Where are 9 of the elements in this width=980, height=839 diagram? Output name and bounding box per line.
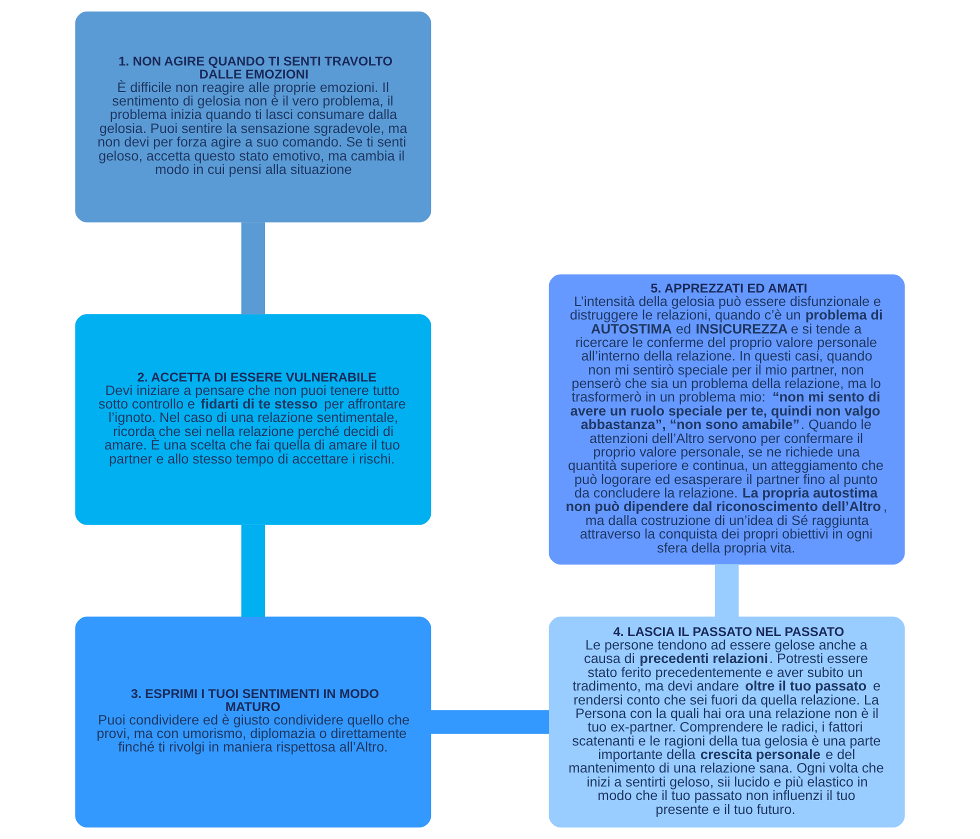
node-box: 1. NON AGIRE QUANDO TI SENTI TRAVOLTO DALLE EMOZIONI È difficile non reagire alle proprie emozioni. Il sentimento di gelosia non è il vero problema, il problema inizia quando ti lasci consumare dalla gelosia. Puoi sentire la sensazione sgradevole, ma non devi per forza agire a suo comando. Se ti senti geloso, accetta questo stato emotivo, ma cambia il modo in cui pensi alla situazione	[75, 12, 432, 222]
connector	[714, 564, 739, 617]
node-box: 3. ESPRIMI I TUOI SENTIMENTI IN MODO MATURO Puoi condividere ed è giusto condividere quello che provi, ma con umorismo, diplomazia o direttamente finché ti rivolgi in maniera rispettosa all’Altro.	[75, 616, 432, 828]
connector	[430, 710, 550, 734]
node-box: 5. APPREZZATI ED AMATI L’intensità della gelosia può essere disfunzionale e distruggere le relazioni, quando c’è un problema di AUTOSTIMA ed INSICUREZZA e si tende a ricercare le conferme del proprio valore personale all’interno della relazione. In questi casi, quando non mi sentirò speciale per il mio partner, non penserò che sia un problema della relazione, ma lo trasformerò in un problema mio: “non mi sento di avere un ruolo speciale per te, quindi non valgo abbastanza”, “non sono amabile”. Quando le attenzioni dell’Altro servono per confermare il proprio valore personale, se ne richiede una quantità superiore e continua, un atteggiamento che può logorare ed esasperare il partner fino al punto da concludere la relazione. La propria autostima non può dipendere dal riconoscimento dell’Altro, ma dalla costruzione di un’idea di Sé raggiunta attraverso la conquista dei propri obiettivi in ogni sfera della propria vita.	[548, 274, 905, 565]
connector	[241, 524, 266, 617]
node-box: 4. LASCIA IL PASSATO NEL PASSATO Le persone tendono ad essere gelose anche a causa di precedenti relazioni. Potresti essere stato ferito precedentemente e aver subito un tradimento, ma devi andare oltre il tuo passato e rendersi conto che sei fuori da quella relazione. La Persona con la quali hai ora una relazione non è il tuo ex-partner. Comprendere le radici, i fattori scatenanti e le ragioni della tua gelosia è una parte importante della crescita personale e del mantenimento di una relazione sana. Ogni volta che inizi a sentirti geloso, sii lucido e più elastico in modo che il tuo passato non influenzi il tuo presente e il tuo futuro.	[548, 616, 905, 828]
connector	[241, 222, 266, 314]
node-box: 2. ACCETTA DI ESSERE VULNERABILE Devi iniziare a pensare che non puoi tenere tutto sotto controllo e fidarti di te stesso per affrontare l’ignoto. Nel caso di una relazione sentimentale, ricorda che sei nella relazione perché decidi di amare. È una scelta che fai quella di amare il tuo partner e allo stesso tempo di accettare i rischi.	[75, 314, 432, 525]
